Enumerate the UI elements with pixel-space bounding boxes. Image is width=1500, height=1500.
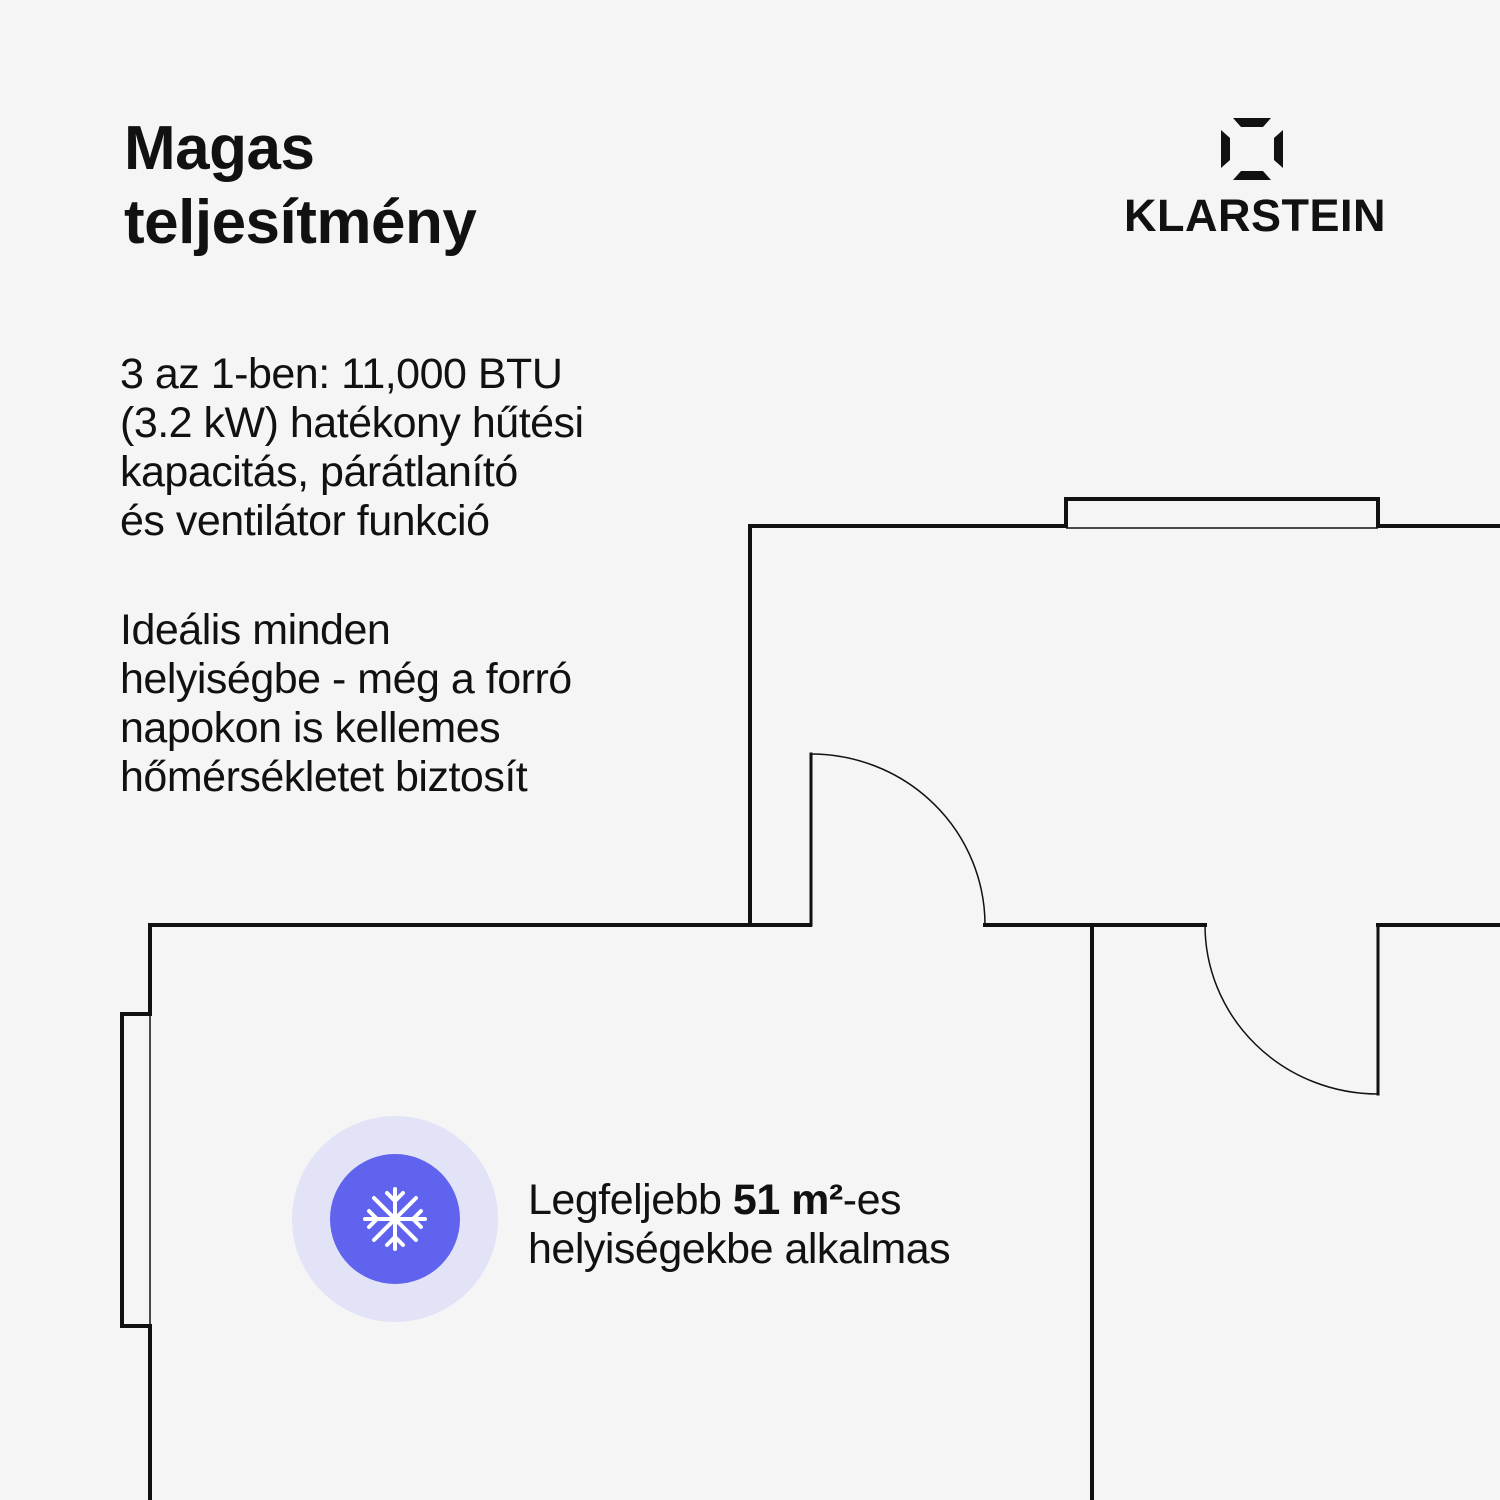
room-size-feature: Legfeljebb 51 m²-es helyiségekbe alkalma… <box>528 1176 951 1274</box>
feature-line-2: helyiségekbe alkalmas <box>528 1225 951 1273</box>
usage-line-1: Ideális minden <box>120 606 391 654</box>
cooling-badge <box>292 1116 498 1322</box>
usage-line-3: napokon is kellemes <box>120 704 501 752</box>
snowflake-icon <box>363 1187 427 1251</box>
brand-name: KLARSTEIN <box>1124 190 1386 241</box>
feature-area: 51 m² <box>732 1176 843 1224</box>
capacity-line-4: és ventilátor funkció <box>120 497 490 545</box>
usage-description: Ideális minden helyiségbe - még a forró … <box>120 606 572 802</box>
usage-line-4: hőmérsékletet biztosít <box>120 753 528 801</box>
title-line-2: teljesítmény <box>124 188 477 257</box>
left-window-frame <box>120 1012 152 1328</box>
capacity-description: 3 az 1-ben: 11,000 BTU (3.2 kW) hatékony… <box>120 350 584 546</box>
cooling-badge-core <box>330 1154 460 1284</box>
usage-line-2: helyiségbe - még a forró <box>120 655 572 703</box>
top-window-frame <box>1064 497 1380 528</box>
title-line-1: Magas <box>124 114 315 183</box>
door-swing-right <box>1204 924 1379 1095</box>
page-title: Magas teljesítmény <box>124 112 477 260</box>
door-swing-upper <box>810 753 986 926</box>
upper-room-wall <box>748 524 1068 927</box>
feature-line-1: Legfeljebb 51 m²-es <box>528 1176 950 1225</box>
feature-suffix: -es <box>842 1176 902 1224</box>
feature-prefix: Legfeljebb <box>528 1176 733 1224</box>
capacity-line-3: kapacitás, párátlanító <box>120 448 518 496</box>
klarstein-logo-icon <box>1221 118 1283 180</box>
capacity-line-2: (3.2 kW) hatékony hűtési <box>120 399 584 447</box>
capacity-line-1: 3 az 1-ben: 11,000 BTU <box>120 350 563 398</box>
brand-logo: KLARSTEIN <box>1120 118 1390 248</box>
